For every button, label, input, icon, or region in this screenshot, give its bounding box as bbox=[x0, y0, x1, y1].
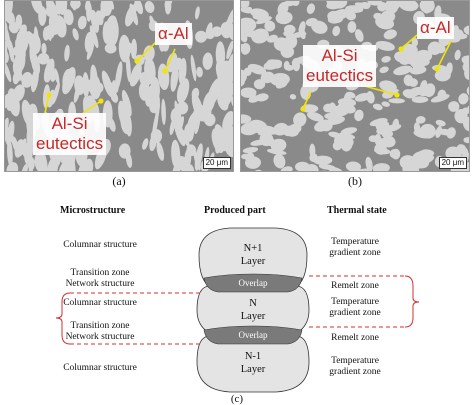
micro-row5: Columnar structure bbox=[63, 363, 137, 373]
micro-row2-line1: Transition zone bbox=[70, 268, 130, 278]
thermal-row3-line1: Temperature bbox=[331, 297, 379, 307]
callout-alpha-al-b-text: α-Al bbox=[420, 18, 451, 37]
micrograph-b: α-Al Al-Si eutectics 20 μm bbox=[240, 0, 470, 172]
layer-mid-label-line1: N bbox=[249, 298, 257, 309]
thermal-row3: Temperature gradient zone bbox=[300, 297, 410, 319]
micro-row2-line2: Network structure bbox=[65, 279, 135, 289]
thermal-row5-line2: gradient zone bbox=[329, 367, 381, 377]
callout-alsi-b-line1: Al-Si bbox=[321, 46, 358, 65]
scale-bar-a: 20 μm bbox=[202, 157, 231, 169]
caption-a: (a) bbox=[112, 174, 126, 188]
thermal-row4: Remelt zone bbox=[331, 333, 379, 343]
callout-alpha-al-b: α-Al bbox=[417, 17, 454, 39]
callout-alsi-b-line2: eutectics bbox=[306, 66, 374, 85]
layer-mid-label-line2: Layer bbox=[240, 311, 266, 322]
thermal-row5-line1: Temperature bbox=[331, 356, 379, 366]
layer-top-label-line1: N+1 bbox=[243, 243, 263, 254]
header-produced-part: Produced part bbox=[204, 205, 266, 216]
callout-alpha-al-a: α-Al bbox=[155, 23, 192, 45]
callout-alpha-al-a-text: α-Al bbox=[158, 24, 189, 43]
caption-c: (c) bbox=[230, 393, 244, 405]
layer-bot-label: N-1 Layer bbox=[203, 350, 303, 376]
micro-row4: Transition zone Network structure bbox=[40, 321, 160, 343]
overlap-top-label: Overlap bbox=[238, 278, 268, 288]
callout-alsi-a: Al-Si eutectics bbox=[33, 113, 107, 155]
layer-top-label-line2: Layer bbox=[240, 256, 266, 267]
scale-bar-b-text: 20 μm bbox=[441, 158, 464, 167]
layer-top-label: N+1 Layer bbox=[203, 242, 303, 268]
scale-bar-b: 20 μm bbox=[438, 157, 467, 169]
caption-b: (b) bbox=[348, 174, 362, 188]
layer-bot-label-line1: N-1 bbox=[244, 351, 262, 362]
thermal-row3-line2: gradient zone bbox=[329, 308, 381, 318]
layer-bot-label-line2: Layer bbox=[240, 364, 266, 375]
micro-row2: Transition zone Network structure bbox=[40, 268, 160, 290]
micrograph-a: α-Al Al-Si eutectics 20 μm bbox=[4, 0, 234, 172]
thermal-row1-line1: Temperature bbox=[331, 237, 379, 247]
thermal-row1-line2: gradient zone bbox=[329, 248, 381, 258]
layer-mid-label: N Layer bbox=[203, 297, 303, 323]
overlap-band-bottom bbox=[203, 325, 303, 345]
layer-n-minus-1 bbox=[196, 335, 310, 393]
thermal-row1: Temperature gradient zone bbox=[300, 237, 410, 259]
callout-alsi-b: Al-Si eutectics bbox=[303, 45, 377, 87]
micro-row3: Columnar structure bbox=[63, 298, 137, 308]
right-bracket bbox=[309, 275, 420, 328]
overlap-band-top bbox=[203, 273, 303, 293]
left-bracket bbox=[55, 292, 200, 345]
micro-row4-line2: Network structure bbox=[65, 332, 135, 342]
header-thermal-state: Thermal state bbox=[327, 205, 387, 216]
micro-row4-line1: Transition zone bbox=[70, 321, 130, 331]
callout-alsi-a-line2: eutectics bbox=[36, 134, 104, 153]
thermal-row5: Temperature gradient zone bbox=[300, 356, 410, 378]
micro-row1: Columnar structure bbox=[63, 240, 137, 250]
overlap-bottom-label: Overlap bbox=[238, 330, 268, 340]
header-microstructure: Microstructure bbox=[60, 205, 126, 216]
thermal-row2: Remelt zone bbox=[331, 281, 379, 291]
callout-alsi-a-line1: Al-Si bbox=[51, 114, 88, 133]
scale-bar-a-text: 20 μm bbox=[205, 158, 228, 167]
